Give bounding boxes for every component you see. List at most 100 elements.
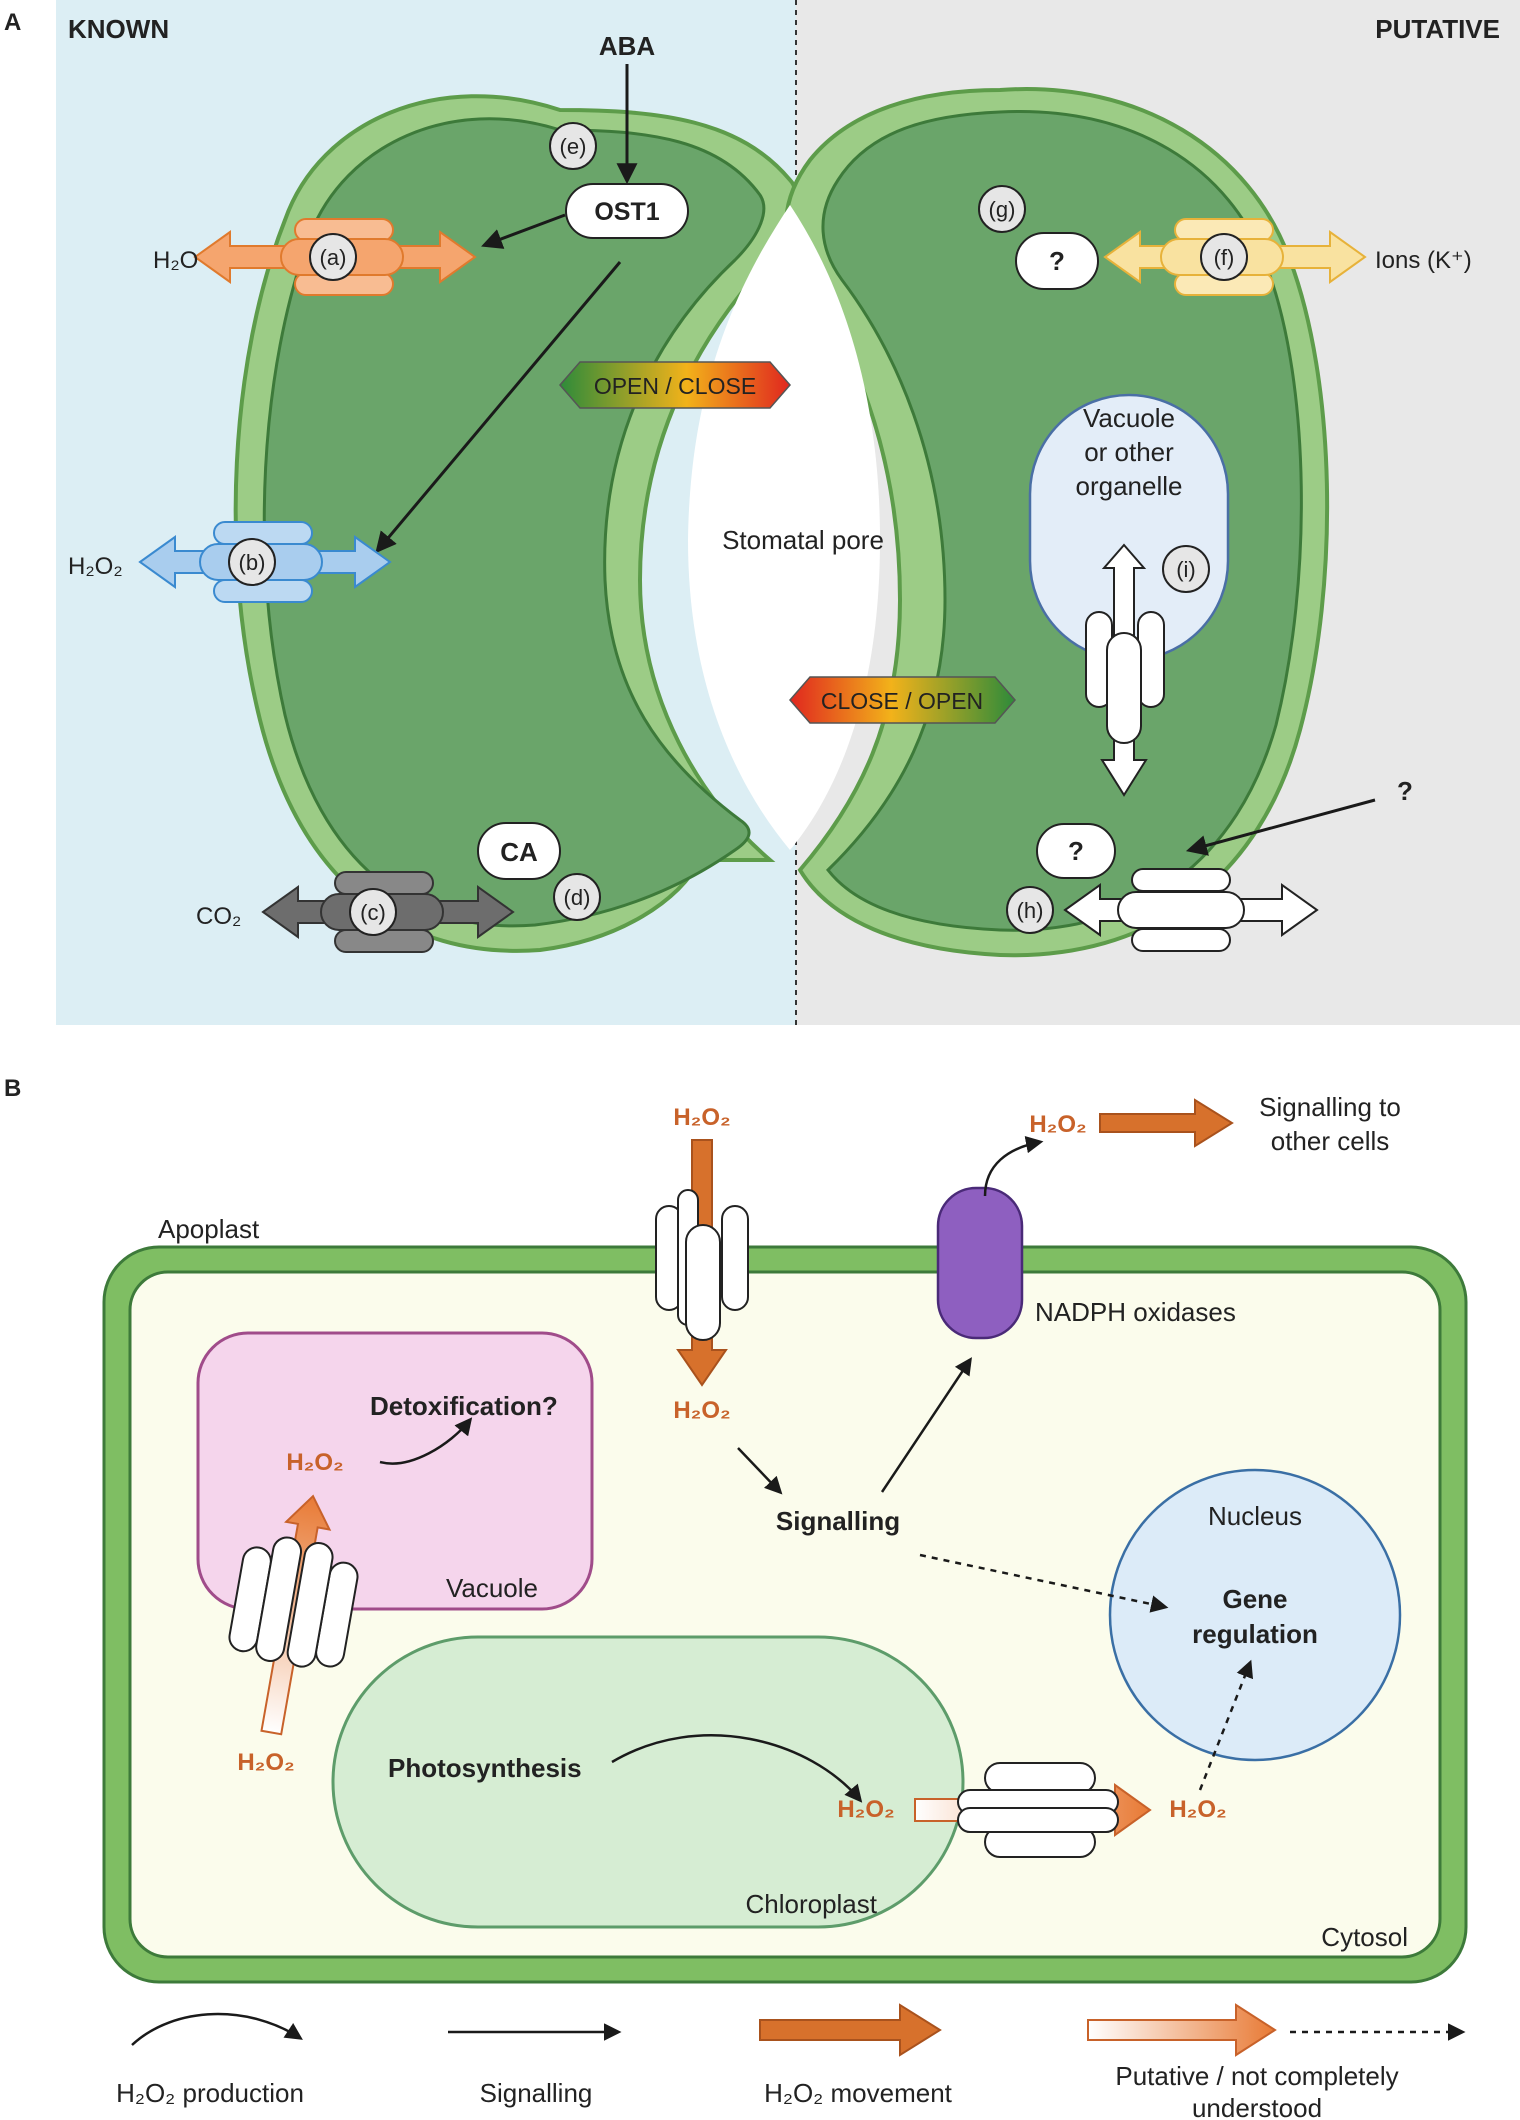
signalling-to-label-1: Signalling to [1259,1092,1401,1122]
signalling-label: Signalling [776,1506,900,1536]
svg-text:or other: or other [1084,437,1174,467]
ost1-label: OST1 [594,198,659,226]
ost1-to-h2o2-arrow [375,261,622,554]
detox-label: Detoxification? [370,1391,558,1421]
ion-channel: (f) [1103,218,1367,296]
membrane-channel-h [1063,868,1319,952]
legend-movement-symbol [759,2003,942,2057]
putative-label: PUTATIVE [1375,14,1500,44]
nucleus-label: Nucleus [1208,1501,1302,1531]
nadph-oxidase [936,1186,1024,1340]
unknown-node-h [1036,823,1116,879]
unknown-node-g [1015,232,1099,290]
svg-text:?: ? [1049,246,1065,276]
panel-b: B Apoplast Cytosol Vacuole Detoxificatio… [4,1075,1468,1984]
marker-b [228,538,276,586]
organelle-channel-i [1085,543,1165,797]
detox-curve-arrow [379,1417,473,1465]
ions-label: Ions (K⁺) [1375,247,1472,274]
panel-a-letter: A [4,9,21,36]
open-close-label: OPEN / CLOSE [594,373,756,399]
marker-g [978,185,1026,233]
svg-text:(c): (c) [360,900,386,925]
panel-b-letter: B [4,1075,21,1102]
h2o2-to-signalling-arrow [737,1447,783,1495]
legend: H₂O₂ production Signalling H₂O₂ movement… [116,2003,1466,2120]
chloroplast-channel [914,1762,1152,1858]
svg-text:Vacuole: Vacuole [1083,403,1175,433]
h2o-channel: (a) [193,218,477,296]
ca-node [477,822,561,880]
close-open-label: CLOSE / OPEN [821,688,983,714]
gene-label-1: Gene [1222,1584,1287,1614]
cytosol-label: Cytosol [1321,1922,1408,1952]
legend-movement-label: H₂O₂ movement [764,2078,953,2108]
legend-putative-label-1: Putative / not completely [1115,2061,1398,2091]
exported-h2o2-label: H₂O₂ [1169,1796,1226,1823]
h2o2-export-arrow [1099,1098,1234,1148]
legend-putative-symbol [1087,2003,1277,2057]
svg-text:(d): (d) [564,885,591,910]
marker-d [553,873,601,921]
cytosol-h2o2-label: H₂O₂ [237,1749,294,1776]
imported-h2o2-label: H₂O₂ [673,1397,730,1424]
marker-i [1162,545,1210,593]
svg-text:(f): (f) [1214,245,1235,270]
signalling-to-label-2: other cells [1271,1126,1390,1156]
svg-text:organelle: organelle [1076,471,1183,501]
apoplast-h2o2-label: H₂O₂ [673,1104,730,1131]
signalling-to-nadph-arrow [880,1357,972,1493]
nadph-h2o2-label: H₂O₂ [1029,1111,1086,1138]
marker-f [1200,233,1248,281]
co2-label: CO₂ [196,903,241,930]
h2o-label: H₂O [153,247,198,274]
stomatal-pore-label: Stomatal pore [722,525,884,555]
co2-channel: (c) [261,871,515,953]
svg-text:(b): (b) [239,550,266,575]
ca-label: CA [500,837,538,867]
ost1-to-h2o-arrow [481,213,566,249]
aba-label: ABA [599,31,656,61]
marker-c [349,888,397,936]
legend-putative-label-2: understood [1192,2093,1322,2120]
signalling-to-gene-arrow [919,1553,1169,1613]
vacuole-h2o2-label: H₂O₂ [286,1449,343,1476]
svg-text:(g): (g) [989,197,1016,222]
svg-text:?: ? [1068,836,1084,866]
marker-a [309,233,357,281]
nadph-production-arrow [983,1135,1044,1197]
panel-a: A KNOWN PUTATIVE Stomatal pore OPEN / CL… [4,0,1520,1025]
unknown-regulator-label: ? [1397,776,1413,806]
ost1-node [565,183,689,239]
h2o2-to-gene-arrow [1198,1659,1254,1791]
known-label: KNOWN [68,14,169,44]
left-guard-cell [262,117,766,928]
svg-text:(h): (h) [1017,898,1044,923]
vacuole-channel [228,1494,359,1736]
plasma-membrane-channel [655,1139,749,1387]
nadph-label: NADPH oxidases [1035,1297,1236,1327]
vacuole-label: Vacuole [446,1573,538,1603]
legend-production-label: H₂O₂ production [116,2078,304,2108]
h2o2-channel: (b) [138,521,392,603]
nucleus [1108,1468,1402,1762]
photosynthesis-curve-arrow [611,1734,863,1803]
svg-text:(e): (e) [560,134,587,159]
close-open-badge [789,676,1016,724]
svg-text:(i): (i) [1176,557,1196,582]
chloroplast [331,1635,965,1929]
legend-signalling-label: Signalling [480,2078,593,2108]
legend-production-symbol [131,2012,303,2046]
apoplast-label: Apoplast [158,1214,260,1244]
h2o2-label-a: H₂O₂ [68,553,123,580]
chloroplast-label: Chloroplast [745,1889,877,1919]
unknown-regulator-arrow [1185,798,1376,856]
photosynthesis-label: Photosynthesis [388,1753,582,1783]
open-close-badge [559,361,791,409]
svg-text:(a): (a) [320,245,347,270]
chloroplast-h2o2-label: H₂O₂ [837,1796,894,1823]
marker-e [549,122,597,170]
marker-h [1006,886,1054,934]
gene-label-2: regulation [1192,1619,1318,1649]
